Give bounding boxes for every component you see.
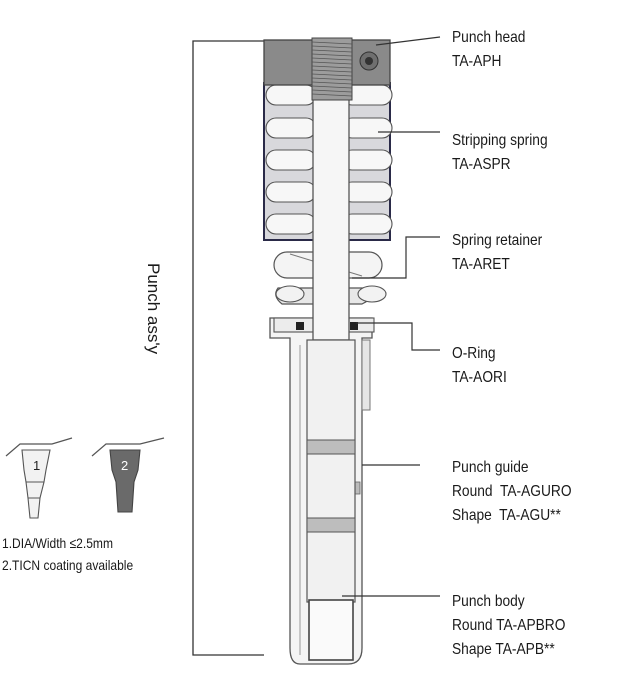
label-stripping-spring-name: Stripping spring — [452, 132, 548, 149]
thread-line — [311, 57, 353, 61]
label-o-ring-code: TA-AORI — [452, 369, 507, 386]
label-punch-guide-name: Punch guide — [452, 459, 529, 476]
o-ring-shape — [296, 322, 358, 330]
label-punch-body-shape: Shape TA-APB** — [452, 641, 555, 658]
tip-variant-2-icon — [91, 437, 165, 513]
tip-variant-2-number: 2 — [121, 458, 128, 473]
label-punch-head: Punch head TA-APH — [452, 26, 525, 74]
thread-line — [311, 45, 353, 49]
thread-line — [311, 65, 353, 69]
thread-line — [311, 49, 353, 53]
tip-notes: 1.DIA/Width ≤2.5mm 2.TICN coating availa… — [2, 532, 133, 576]
punch-head-shape — [263, 37, 391, 101]
assembly-bracket — [192, 40, 264, 656]
thread-line — [311, 53, 353, 57]
label-stripping-spring: Stripping spring TA-ASPR — [452, 129, 548, 177]
label-spring-retainer-name: Spring retainer — [452, 232, 543, 249]
label-punch-body-round: Round TA-APBRO — [452, 617, 566, 634]
label-punch-guide-round: Round TA-AGURO — [452, 483, 572, 500]
note-dia-width: 1.DIA/Width ≤2.5mm — [2, 535, 113, 551]
thread-line — [311, 93, 353, 97]
spring-coil — [265, 84, 317, 106]
label-spring-retainer-code: TA-ARET — [452, 256, 510, 273]
punch-body-rod — [306, 59, 356, 661]
tip-variant-1-number: 1 — [33, 458, 40, 473]
thread-line — [311, 85, 353, 89]
label-punch-head-name: Punch head — [452, 29, 526, 46]
thread-line — [311, 41, 353, 45]
label-punch-guide-shape: Shape TA-AGU** — [452, 507, 561, 524]
spring-coil — [265, 149, 317, 171]
note-ticn-coating: 2.TICN coating available — [2, 557, 134, 573]
leader-lines — [342, 36, 441, 597]
spring-coil — [265, 213, 317, 235]
thread-line — [311, 69, 353, 73]
label-punch-head-code: TA-APH — [452, 53, 502, 70]
thread-line — [311, 73, 353, 77]
assembly-label: Punch ass'y — [144, 263, 163, 355]
thread-line — [311, 89, 353, 93]
label-o-ring-name: O-Ring — [452, 345, 496, 362]
tip-variant-1-icon — [5, 437, 73, 519]
spring-coil — [265, 117, 317, 139]
label-punch-body: Punch body Round TA-APBRO Shape TA-APB** — [452, 590, 565, 662]
label-punch-body-name: Punch body — [452, 593, 525, 610]
label-stripping-spring-code: TA-ASPR — [452, 156, 511, 173]
label-o-ring: O-Ring TA-AORI — [452, 342, 507, 390]
label-punch-guide: Punch guide Round TA-AGURO Shape TA-AGU*… — [452, 456, 572, 528]
thread-line — [311, 81, 353, 85]
thread-line — [311, 77, 353, 81]
spring-coil — [265, 181, 317, 203]
thread-line — [311, 61, 353, 65]
label-spring-retainer: Spring retainer TA-ARET — [452, 229, 542, 277]
